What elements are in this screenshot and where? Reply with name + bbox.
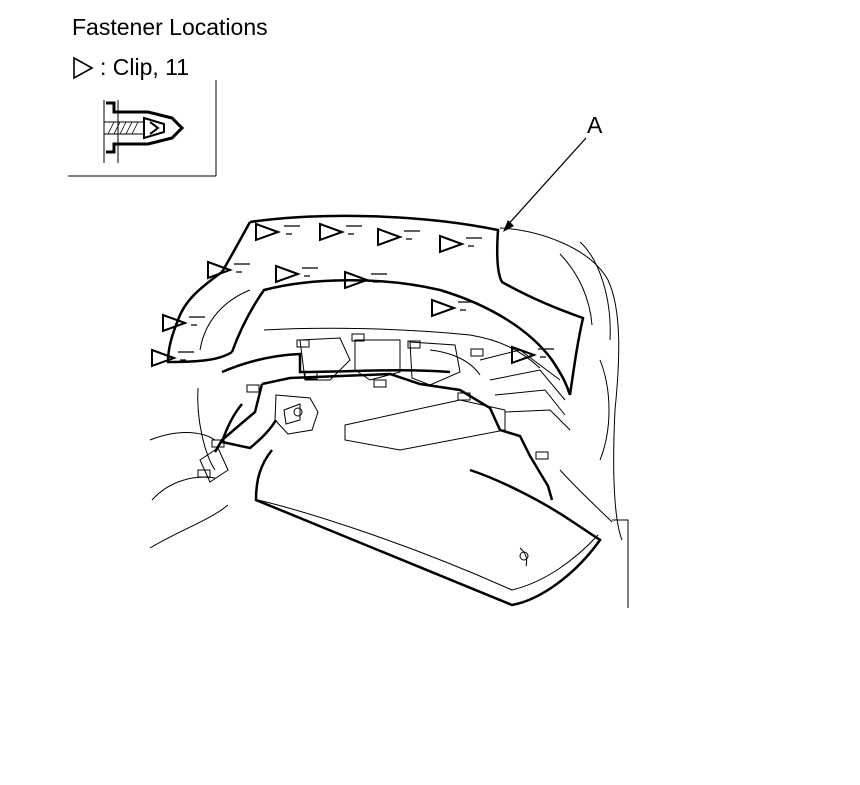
diagram-title: Fastener Locations [72,14,268,40]
panel-outline [166,214,585,396]
clip-detail-inset [68,80,217,177]
clip-marker-3 [377,227,403,247]
legend: : Clip, 11 [72,54,189,81]
clip-marker-6 [275,264,301,284]
clip-marker-7 [344,270,370,290]
legend-text: : Clip, 11 [100,54,190,80]
clip-marker-dashes [178,225,554,361]
clip-marker-8 [431,298,457,318]
clip-marker-2 [319,222,345,242]
clip-marker-9 [162,313,188,333]
clip-marker-5 [207,260,233,280]
clip-marker-10 [151,348,177,368]
dashboard-outline [149,227,629,608]
bracket-frame [199,327,554,501]
triangle-icon [73,56,94,79]
callout-label-a: A [587,112,603,138]
callout-leader-a [503,137,587,232]
clip-marker-11 [511,345,537,365]
clip-marker-1 [255,222,281,242]
retainer-slots [197,333,549,478]
clip-marker-4 [439,234,465,254]
clip-markers [151,222,537,368]
